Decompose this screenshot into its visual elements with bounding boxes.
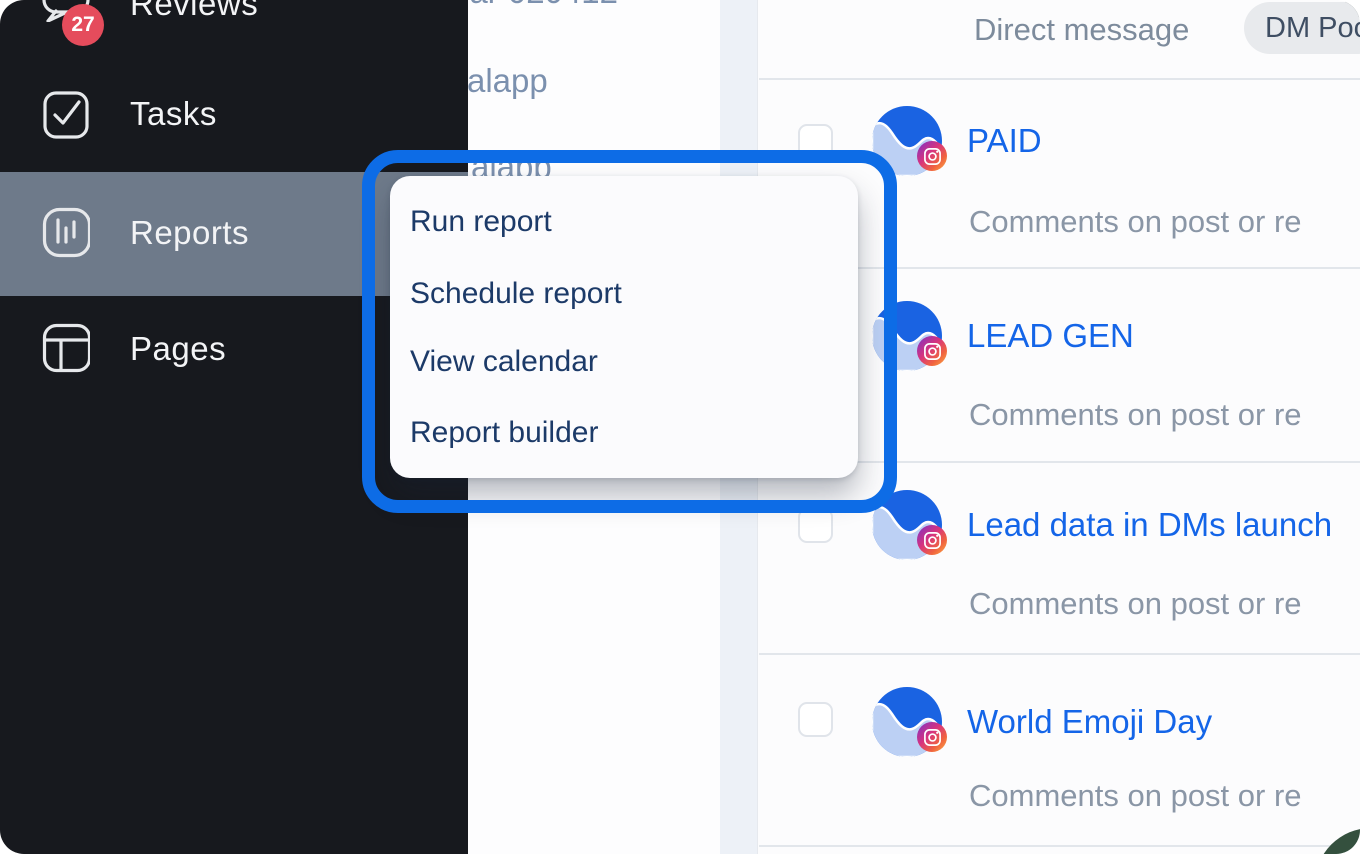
inbox-header-label: Direct message	[974, 12, 1190, 47]
menu-item-schedule-report[interactable]: Schedule report	[410, 277, 622, 310]
instagram-icon	[917, 525, 947, 555]
menu-item-report-builder[interactable]: Report builder	[410, 416, 599, 449]
row-divider	[759, 78, 1360, 80]
row-subtitle: Comments on post or re	[969, 397, 1302, 432]
tasks-check-icon	[43, 91, 89, 139]
row-divider	[759, 267, 1360, 269]
row-divider	[759, 653, 1360, 655]
instagram-icon	[917, 336, 947, 366]
workspace-text-fragment-top: lar 020412	[468, 0, 618, 11]
row-divider	[759, 461, 1360, 463]
row-subtitle: Comments on post or re	[969, 204, 1302, 239]
menu-item-view-calendar[interactable]: View calendar	[410, 345, 598, 378]
reports-context-menu: Run report Schedule report View calendar…	[390, 176, 858, 478]
pages-layout-icon	[42, 323, 90, 373]
row-title-link[interactable]: World Emoji Day	[967, 703, 1213, 740]
sidebar-item-reviews[interactable]: Reviews	[130, 0, 259, 22]
row-title-link[interactable]: LEAD GEN	[967, 317, 1134, 354]
row-checkbox[interactable]	[798, 508, 833, 543]
sidebar-item-pages[interactable]: Pages	[130, 330, 227, 367]
row-subtitle: Comments on post or re	[969, 586, 1302, 621]
instagram-icon	[917, 722, 947, 752]
row-subtitle: Comments on post or re	[969, 778, 1302, 813]
row-divider	[759, 845, 1360, 847]
row-title-link[interactable]: Lead data in DMs launch	[967, 506, 1333, 543]
reports-chart-icon	[42, 207, 90, 258]
sidebar-item-reports[interactable]: Reports	[130, 214, 250, 251]
workspace-text-fragment-mid: alapp	[468, 62, 548, 99]
row-checkbox[interactable]	[798, 702, 833, 737]
instagram-icon	[917, 141, 947, 171]
next-row-avatar-fragment	[1315, 828, 1360, 854]
menu-item-run-report[interactable]: Run report	[410, 205, 552, 238]
sidebar-item-tasks[interactable]: Tasks	[130, 95, 217, 132]
reviews-count-badge: 27	[62, 4, 104, 46]
row-checkbox[interactable]	[798, 124, 833, 159]
row-title-link[interactable]: PAID	[967, 122, 1042, 159]
dm-pocket-badge[interactable]: DM Poc	[1244, 2, 1360, 54]
